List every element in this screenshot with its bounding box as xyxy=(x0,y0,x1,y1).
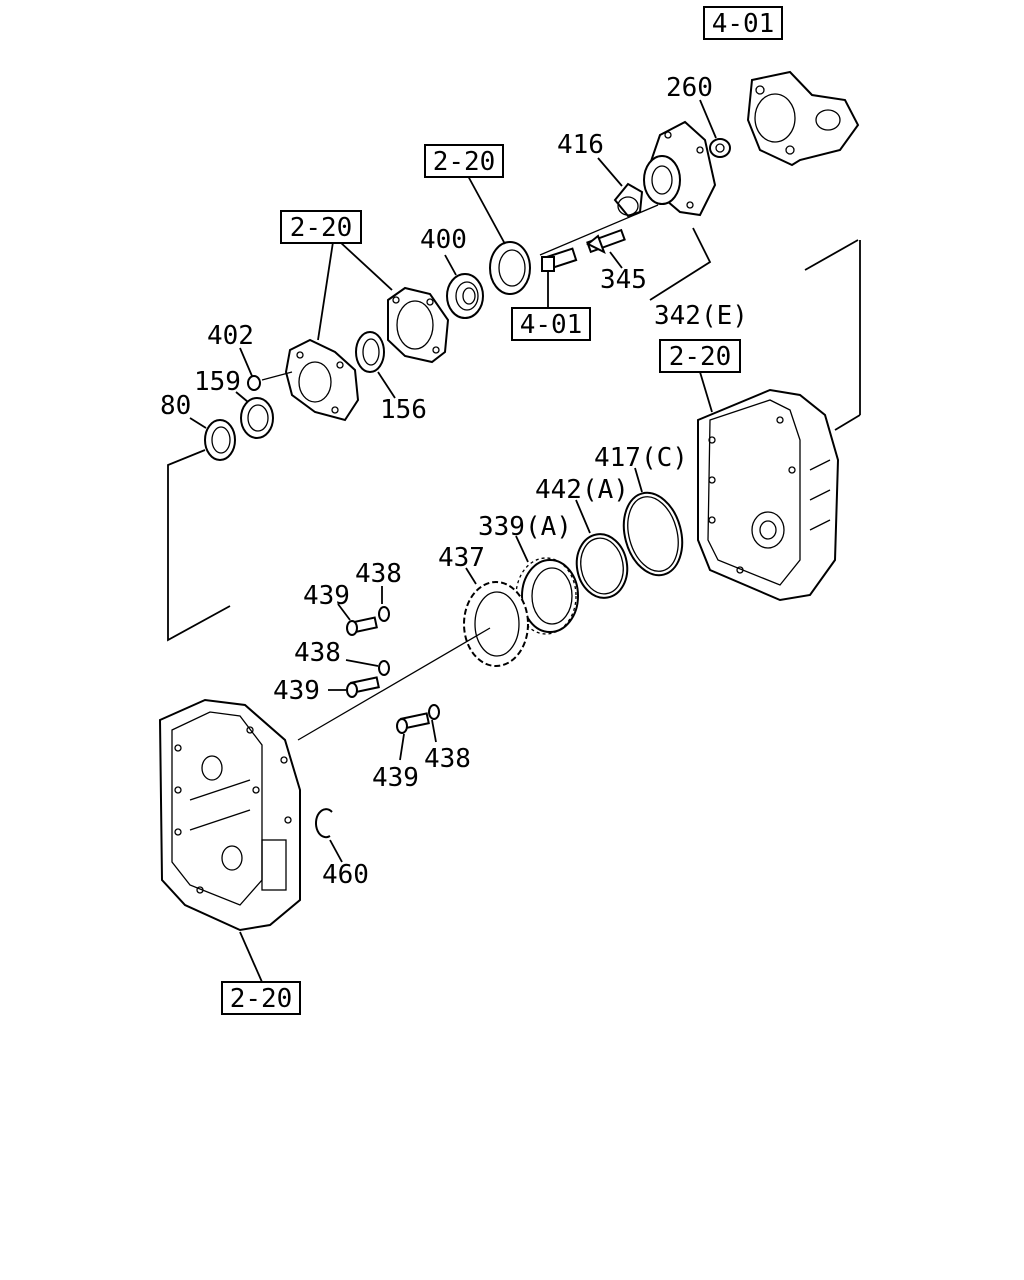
bolt-439a-part xyxy=(346,616,378,636)
label-417c: 417(C) xyxy=(594,443,688,473)
bolt-4-01-part xyxy=(541,247,578,272)
flange-yoke-part xyxy=(746,70,860,167)
label-402: 402 xyxy=(207,321,254,351)
washer-438c-part xyxy=(428,704,440,720)
snap-ring-417-part xyxy=(622,491,684,577)
nut-159-part xyxy=(240,397,274,439)
washer-438b-part xyxy=(378,660,390,676)
sprocket-437-part xyxy=(463,581,529,667)
ref-box-2-20-center[interactable]: 2-20 xyxy=(424,144,504,178)
seal-2-20-part xyxy=(489,241,531,295)
svg-text:2-20: 2-20 xyxy=(433,147,496,177)
bolt-439b-part xyxy=(346,676,380,698)
bearing-retainer-part xyxy=(387,286,450,364)
svg-text:4-01: 4-01 xyxy=(520,310,583,340)
gear-339-part xyxy=(515,557,579,635)
label-460: 460 xyxy=(322,860,369,890)
label-345: 345 xyxy=(600,265,647,295)
companion-flange-part xyxy=(643,120,717,217)
label-80: 80 xyxy=(160,391,191,421)
snap-ring-460-part xyxy=(314,808,333,839)
nut-260-part xyxy=(709,138,731,158)
transfer-case-part xyxy=(697,388,840,602)
ref-box-2-20-right[interactable]: 2-20 xyxy=(659,339,741,373)
cone-416-part xyxy=(613,182,644,218)
ref-box-4-01-middle[interactable]: 4-01 xyxy=(511,307,591,341)
label-416: 416 xyxy=(557,130,604,160)
case-cover-part xyxy=(158,698,301,932)
label-438-mid: 438 xyxy=(294,638,341,668)
label-439-low: 439 xyxy=(372,763,419,793)
ref-box-2-20-bottom[interactable]: 2-20 xyxy=(221,981,301,1015)
label-339a: 339(A) xyxy=(478,512,572,542)
label-438-low: 438 xyxy=(424,744,471,774)
label-439-mid: 439 xyxy=(273,676,320,706)
ring-442-part xyxy=(575,533,629,599)
ref-box-4-01-top[interactable]: 4-01 xyxy=(703,6,783,40)
svg-text:2-20: 2-20 xyxy=(290,213,353,243)
label-342e: 342(E) xyxy=(654,301,748,331)
ring-402-part xyxy=(247,375,261,391)
label-438-top: 438 xyxy=(355,559,402,589)
label-159: 159 xyxy=(194,367,241,397)
label-156: 156 xyxy=(380,395,427,425)
label-260: 260 xyxy=(666,73,713,103)
label-437: 437 xyxy=(438,543,485,573)
bolt-439c-part xyxy=(396,712,430,734)
svg-text:4-01: 4-01 xyxy=(712,9,775,39)
ref-box-2-20-left[interactable]: 2-20 xyxy=(280,210,362,244)
label-400: 400 xyxy=(420,225,467,255)
housing-part xyxy=(284,338,360,422)
label-442a: 442(A) xyxy=(535,475,629,505)
seal-156-part xyxy=(355,331,385,373)
washer-438a-part xyxy=(378,606,390,622)
svg-text:2-20: 2-20 xyxy=(230,984,293,1014)
bolt-345-part xyxy=(586,228,626,255)
bearing-400-part xyxy=(446,273,484,319)
svg-text:2-20: 2-20 xyxy=(669,342,732,372)
label-439-top: 439 xyxy=(303,581,350,611)
seal-80-part xyxy=(204,419,236,461)
